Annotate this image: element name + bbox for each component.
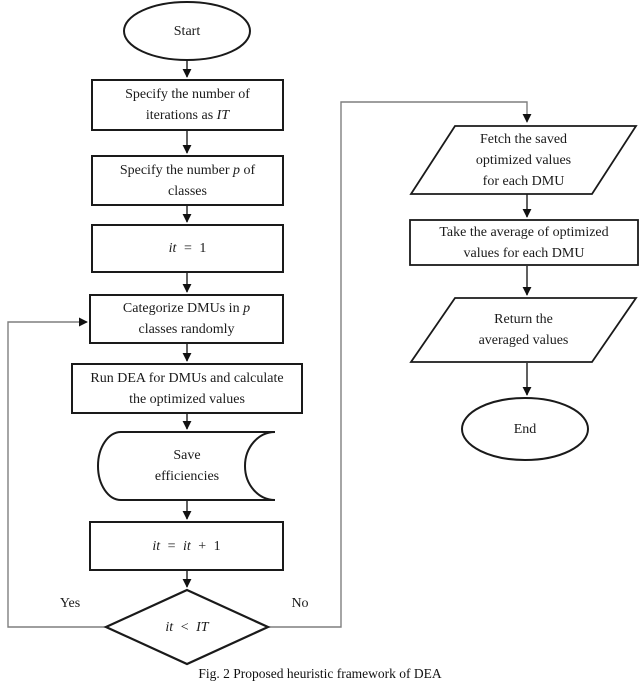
edge-decision-no-to-fetch xyxy=(268,101,532,628)
storage-save-efficiencies-shape xyxy=(97,431,276,501)
process-average-shape xyxy=(409,219,639,266)
process-increment-shape xyxy=(89,521,284,571)
start-terminator-shape xyxy=(123,1,251,61)
io-return-shape xyxy=(409,297,638,363)
decision-diamond-shape xyxy=(103,588,271,666)
edge-decision-yes-loop xyxy=(7,317,106,628)
end-terminator-shape xyxy=(461,397,589,461)
figure-caption: Fig. 2 Proposed heuristic framework of D… xyxy=(198,666,442,681)
io-fetch-shape xyxy=(409,125,638,195)
process-categorize-shape xyxy=(89,294,284,344)
process-init-iterator-shape xyxy=(91,224,284,273)
process-specify-iterations-shape xyxy=(91,79,284,131)
edge-label-no: No xyxy=(291,596,309,611)
edge-label-yes: Yes xyxy=(59,596,81,611)
process-run-dea-shape xyxy=(71,363,303,414)
process-specify-classes-shape xyxy=(91,155,284,206)
